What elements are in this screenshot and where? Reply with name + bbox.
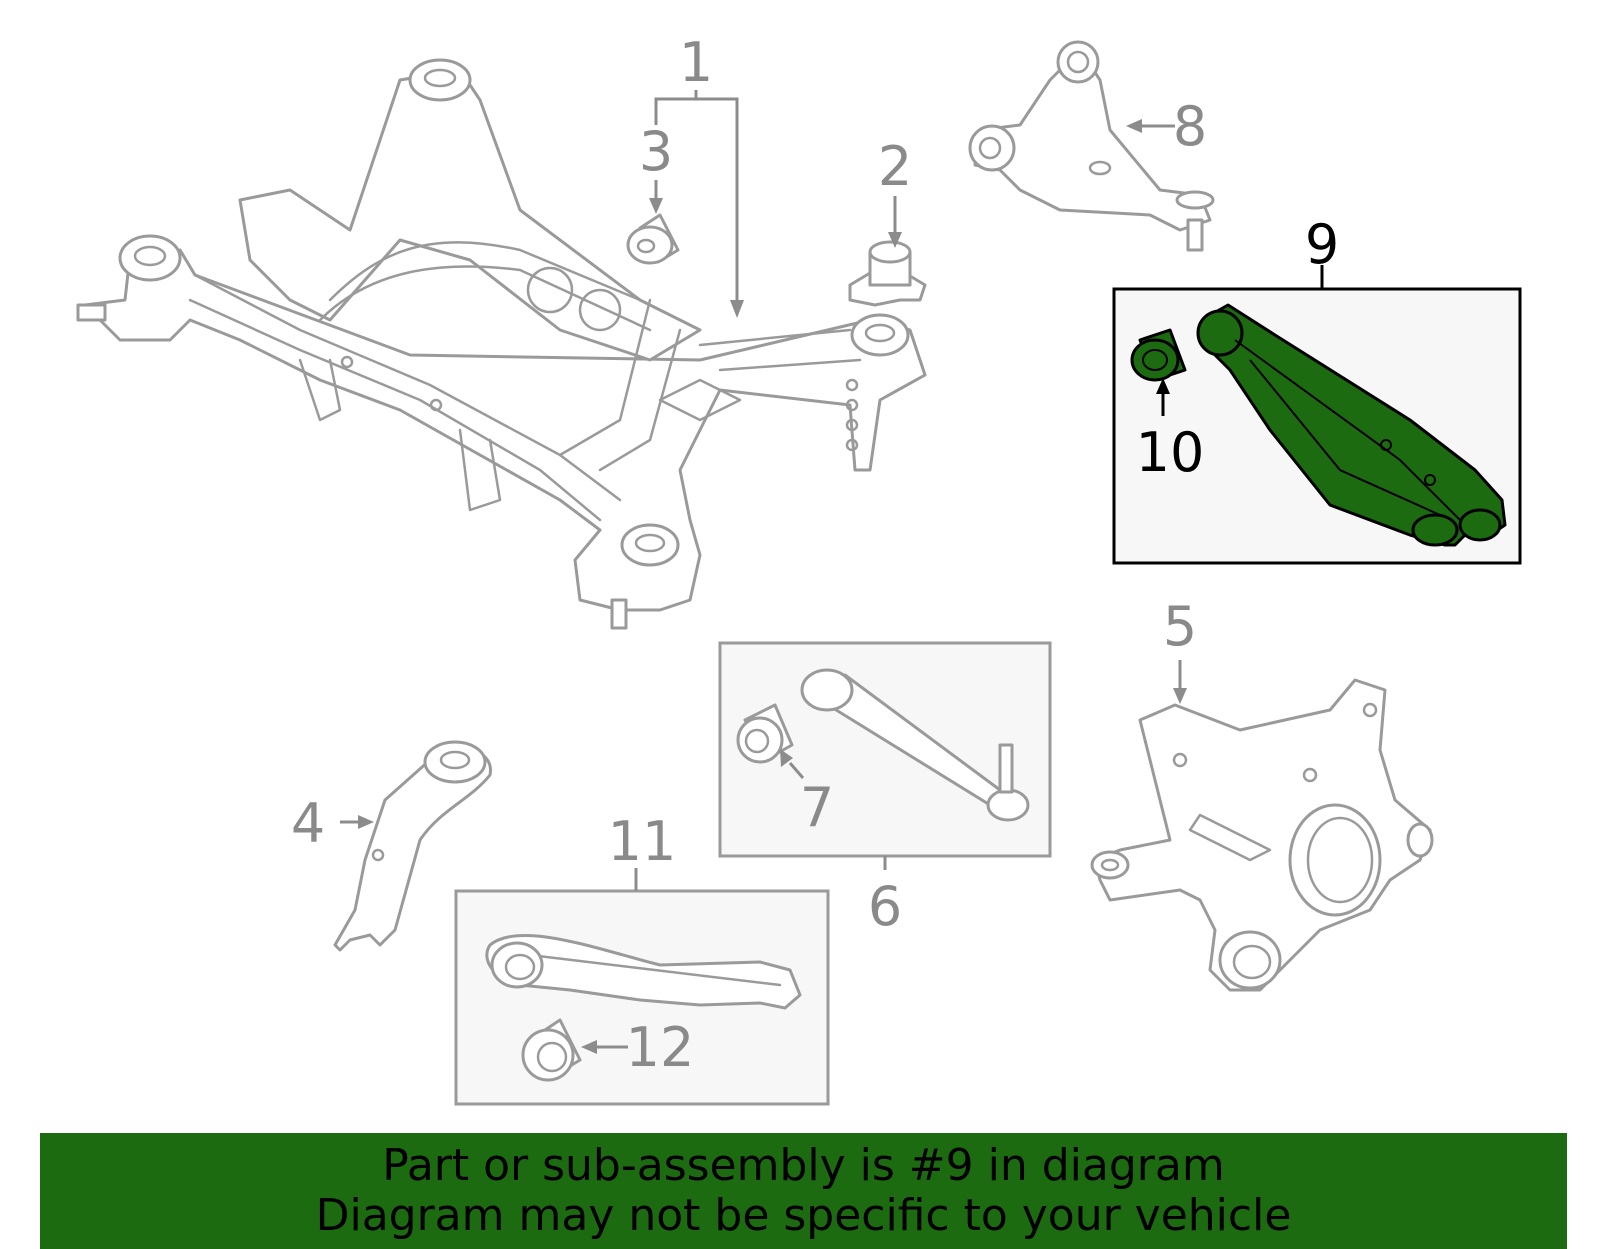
callout-1: 1 xyxy=(679,31,713,94)
callout-9: 9 xyxy=(1305,213,1339,276)
part-2-mount[interactable] xyxy=(848,240,927,307)
callout-7: 7 xyxy=(800,776,834,839)
part-12-bushing[interactable] xyxy=(521,1018,582,1082)
part-8-upper-arm[interactable] xyxy=(968,40,1215,252)
callout-12: 12 xyxy=(626,1016,695,1079)
part-10-bushing[interactable] xyxy=(1130,328,1187,382)
callout-5: 5 xyxy=(1163,595,1197,658)
callout-8: 8 xyxy=(1173,95,1207,158)
part-7-bushing[interactable] xyxy=(736,703,794,764)
part-6-lateral-link[interactable] xyxy=(800,668,1030,822)
part-11-lower-link[interactable] xyxy=(485,933,802,1010)
callout-3: 3 xyxy=(639,120,673,183)
notice-banner: Part or sub-assembly is #9 in diagram Di… xyxy=(40,1133,1567,1249)
part-1-subframe[interactable] xyxy=(76,58,927,630)
callout-2: 2 xyxy=(878,135,912,198)
callout-4: 4 xyxy=(291,792,325,855)
part-9-control-arm[interactable] xyxy=(1196,303,1507,547)
banner-line-2: Diagram may not be specific to your vehi… xyxy=(315,1190,1292,1241)
part-5-knuckle[interactable] xyxy=(1090,678,1434,992)
callout-11: 11 xyxy=(608,810,677,873)
callout-10: 10 xyxy=(1136,421,1205,484)
part-4-arm[interactable] xyxy=(333,740,492,952)
leader-lines xyxy=(340,90,1324,1054)
part-3-bushing[interactable] xyxy=(626,213,680,265)
banner-line-1: Part or sub-assembly is #9 in diagram xyxy=(382,1140,1225,1191)
callout-6: 6 xyxy=(868,875,902,938)
